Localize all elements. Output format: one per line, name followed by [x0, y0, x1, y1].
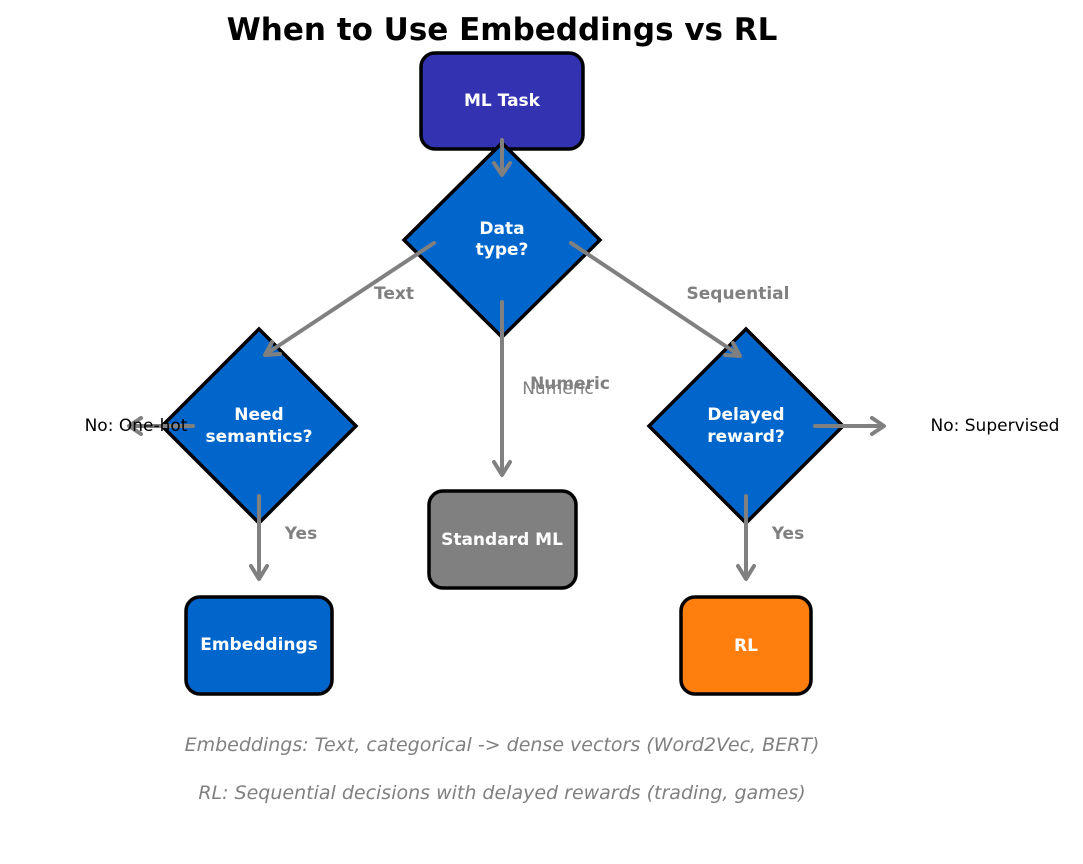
- edge-mltask-to-datatype: [492, 138, 512, 177]
- need-semantics-label-line2: semantics?: [206, 427, 313, 447]
- edge-label-numeric-plain: Numeric: [522, 379, 594, 399]
- ml-task-label: ML Task: [464, 91, 541, 111]
- edge-label-yes-embeddings: Yes: [284, 524, 317, 544]
- edge-label-yes-rl: Yes: [771, 524, 804, 544]
- outcome-supervised: No: Supervised: [931, 416, 1060, 436]
- embeddings-label: Embeddings: [200, 635, 318, 655]
- edge-label-numeric: Numeric: [530, 374, 610, 394]
- node-delayed-reward: Delayed reward?: [646, 326, 846, 526]
- edge-semantics-to-onehot: [127, 416, 195, 436]
- edge-datatype-to-reward: [569, 241, 742, 358]
- arrowhead-icon: [492, 161, 512, 177]
- node-standard-ml: Standard ML: [427, 489, 578, 590]
- standard-ml-box: [427, 489, 578, 590]
- data-type-label-line2: type?: [476, 240, 529, 260]
- arrowhead-icon: [127, 416, 143, 436]
- edge-label-text: Text: [374, 284, 414, 304]
- arrowhead-icon: [492, 460, 512, 477]
- delayed-reward-label-line2: reward?: [707, 427, 785, 447]
- edge-datatype-to-semantics: [263, 241, 436, 357]
- edge-label-sequential: Sequential: [687, 284, 790, 304]
- standard-ml-label: Standard ML: [441, 530, 563, 550]
- need-semantics-label-line1: Need: [234, 405, 283, 425]
- embeddings-box: [184, 595, 334, 696]
- rl-label: RL: [734, 636, 758, 656]
- diagram-title: When to Use Embeddings vs RL: [227, 12, 778, 48]
- rl-box: [679, 595, 813, 696]
- node-ml-task: ML Task: [419, 51, 585, 151]
- node-rl: RL: [679, 595, 813, 696]
- edge-reward-to-rl: [736, 494, 756, 581]
- note-rl: RL: Sequential decisions with delayed re…: [198, 782, 805, 804]
- edge-reward-to-supervised: [813, 416, 886, 436]
- arrowhead-icon: [870, 416, 886, 436]
- edge-datatype-to-standardml: [492, 300, 512, 477]
- arrowhead-icon: [736, 564, 756, 581]
- arrowhead-icon: [249, 564, 269, 581]
- arrowhead-icon: [263, 340, 282, 357]
- delayed-reward-label-line1: Delayed: [707, 405, 784, 425]
- node-embeddings: Embeddings: [184, 595, 334, 696]
- outcome-one-hot: No: One-hot: [85, 416, 188, 436]
- data-type-label-line1: Data: [479, 219, 524, 239]
- arrowhead-icon: [723, 341, 742, 358]
- note-embeddings: Embeddings: Text, categorical -> dense v…: [185, 734, 820, 756]
- edge-semantics-to-embeddings: [249, 494, 269, 581]
